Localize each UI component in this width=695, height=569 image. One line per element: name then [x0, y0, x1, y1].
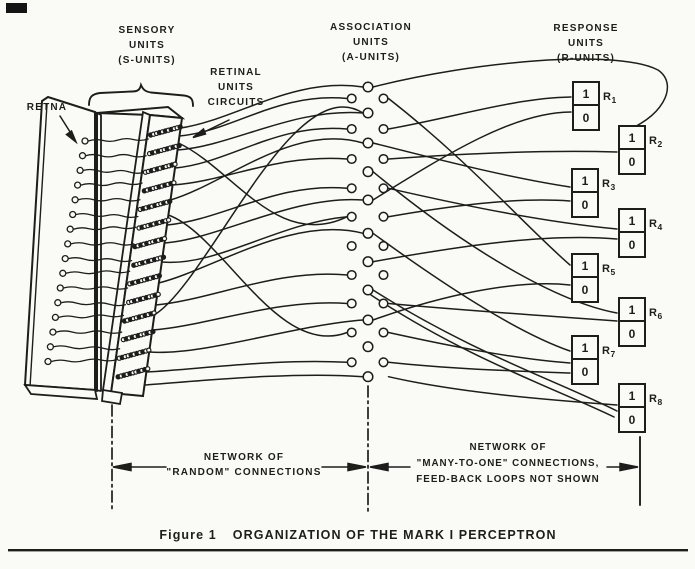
- response-unit-label: R4: [649, 218, 663, 233]
- response-unit-value-top: 1: [573, 170, 597, 193]
- retina-label: RETNA: [26, 102, 68, 113]
- figure-caption: Figure 1 ORGANIZATION OF THE MARK I PERCE…: [159, 528, 556, 542]
- response-unit-value-bottom: 0: [628, 154, 636, 169]
- figure-number: Figure 1: [159, 528, 217, 542]
- response-units-label: RESPONSE UNITS (R-UNITS): [553, 23, 619, 64]
- sensory-units-label: SENSORY UNITS (S-UNITS): [118, 25, 176, 66]
- response-unit-value-top: 1: [573, 255, 597, 278]
- scan-artifact-top-left: [6, 3, 27, 13]
- response-unit-label: R6: [649, 307, 663, 322]
- response-unit-value-top: 1: [620, 385, 644, 408]
- response-unit-label: R5: [602, 263, 616, 278]
- response-unit-label: R3: [602, 178, 616, 193]
- retina-cell-circles: [44, 137, 89, 366]
- response-unit-box: 1 0: [572, 81, 600, 131]
- response-unit-value-top: 1: [620, 127, 644, 150]
- many-to-one-network-curves: [370, 58, 669, 418]
- random-network-curves: [143, 84, 364, 386]
- response-unit-box: 1 0: [618, 125, 646, 175]
- scan-artifact-bottom-rule: [8, 549, 688, 552]
- response-unit-value-top: 1: [573, 337, 597, 360]
- response-unit-value-bottom: 0: [581, 364, 589, 379]
- response-unit-value-bottom: 0: [628, 237, 636, 252]
- retinal-circuits-arrow: [192, 119, 230, 139]
- response-unit-value-top: 1: [620, 210, 644, 233]
- network-many-to-one-label: NETWORK OF "MANY-TO-ONE" CONNECTIONS, FE…: [416, 442, 600, 485]
- retinal-circuits-label: RETINAL UNITS CIRCUITS: [207, 67, 265, 108]
- sensory-plate: [96, 105, 186, 406]
- response-unit-value-bottom: 0: [582, 110, 590, 125]
- response-unit-box: 1 0: [618, 383, 646, 433]
- response-unit-box: 1 0: [618, 208, 646, 258]
- response-unit-box: 1 0: [571, 168, 599, 218]
- response-unit-box: 1 0: [571, 335, 599, 385]
- span-arrow-many-to-one: [369, 462, 639, 472]
- response-unit-label: R7: [602, 345, 616, 360]
- network-random-label: NETWORK OF "RANDOM" CONNECTIONS: [166, 452, 322, 478]
- response-unit-value-top: 1: [574, 83, 598, 106]
- span-arrow-random: [112, 462, 367, 472]
- retina-arrow: [59, 115, 78, 145]
- sensor-grid-circles: [115, 124, 183, 380]
- response-unit-label: R8: [649, 393, 663, 408]
- retina-board: [23, 95, 102, 400]
- response-unit-value-bottom: 0: [581, 282, 589, 297]
- figure-title: ORGANIZATION OF THE MARK I PERCEPTRON: [232, 528, 557, 542]
- association-units-label: ASSOCIATION UNITS (A-UNITS): [330, 22, 412, 63]
- brace: [88, 81, 194, 107]
- response-unit-box: 1 0: [571, 253, 599, 303]
- response-unit-value-bottom: 0: [581, 197, 589, 212]
- association-unit-circles: [346, 81, 389, 383]
- response-unit-label: R2: [649, 135, 663, 150]
- response-unit-box: 1 0: [618, 297, 646, 347]
- response-unit-value-top: 1: [620, 299, 644, 322]
- response-unit-value-bottom: 0: [628, 412, 636, 427]
- response-unit-value-bottom: 0: [628, 326, 636, 341]
- retina-wires: [50, 137, 149, 363]
- response-unit-label: R1: [603, 91, 617, 106]
